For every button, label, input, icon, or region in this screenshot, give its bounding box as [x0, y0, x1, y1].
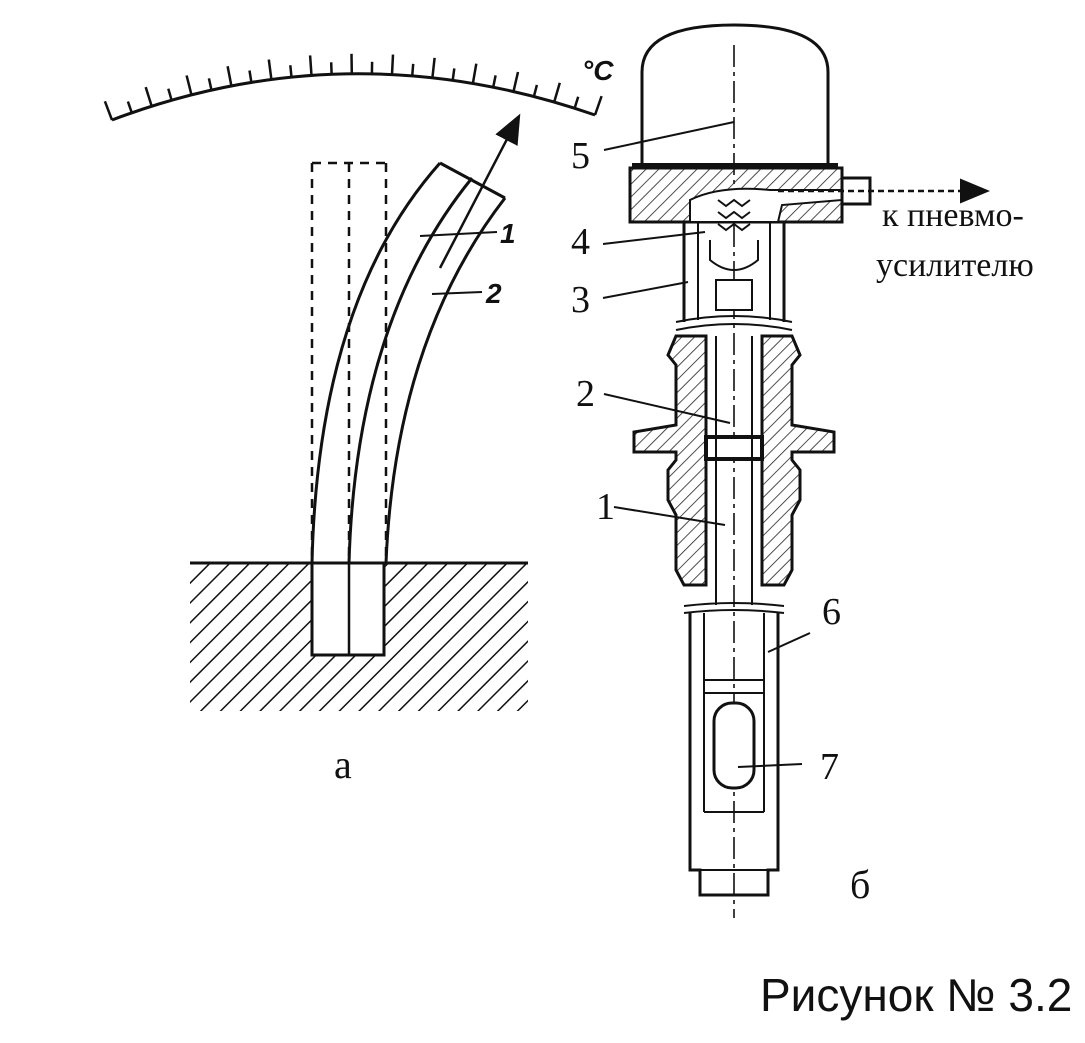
label-3: 3 — [571, 279, 590, 321]
figure-a-caption: а — [334, 742, 352, 787]
figure-caption: Рисунок № 3.2 — [760, 969, 1073, 1021]
label-6: 6 — [822, 591, 841, 633]
scale-tick — [248, 70, 253, 83]
scale-tick — [573, 96, 580, 109]
fitting-body-left — [632, 334, 708, 587]
scale-tick — [308, 55, 313, 76]
leader-lines — [602, 121, 811, 768]
scale-ticks — [103, 53, 603, 121]
scale-tick — [491, 75, 497, 88]
valve-body — [715, 279, 753, 311]
scale-tick — [451, 68, 456, 81]
dome-cap — [640, 23, 830, 165]
figure-b-caption: б — [850, 862, 870, 907]
figure-a: °C 1 2 а — [103, 53, 614, 787]
scale-tick — [532, 84, 539, 97]
rod-insert — [704, 435, 764, 461]
upper-housing — [682, 222, 786, 322]
scale-tick — [512, 71, 520, 92]
outlet-fitting — [840, 176, 872, 206]
output-label-line-2: усилителю — [876, 247, 1034, 284]
lower-sheath-inner — [690, 613, 778, 871]
scale-tick — [289, 65, 293, 78]
scale-tick — [471, 63, 478, 84]
upper-break-line — [675, 315, 793, 331]
label-1: 1 — [596, 486, 615, 528]
lower-break-line — [683, 602, 785, 614]
bent-bimetal-strip — [310, 161, 507, 564]
scale-tick — [267, 59, 273, 80]
scale-tick — [410, 63, 415, 77]
scale-tick — [593, 95, 603, 116]
scale-tick — [103, 100, 114, 121]
leader-strip-2 — [431, 291, 483, 295]
label-7: 7 — [820, 746, 839, 788]
scale-tick — [226, 66, 233, 87]
fitting-body-right — [760, 334, 836, 587]
scale-tick — [431, 57, 436, 78]
scale-tick — [167, 88, 173, 101]
spring — [717, 198, 751, 232]
scale-tick — [553, 82, 561, 103]
label-5: 5 — [571, 135, 590, 177]
sensor-capsule — [712, 701, 756, 790]
scale-tick — [144, 86, 153, 107]
scale-tick — [185, 75, 193, 96]
pointer-arrow — [438, 113, 521, 269]
scale-tick — [126, 101, 133, 114]
cold-strip-outline — [310, 161, 388, 563]
strip-label-1: 1 — [500, 218, 516, 249]
leader-strip-1 — [419, 231, 498, 237]
upper-housing-inner — [697, 222, 771, 320]
strip-label-2: 2 — [485, 278, 502, 309]
scale-unit-label: °C — [582, 55, 614, 86]
output-label-line-1: к пневмо- — [882, 197, 1024, 234]
scale-tick — [390, 54, 395, 75]
label-2: 2 — [576, 373, 595, 415]
label-4: 4 — [571, 221, 590, 263]
scale-tick — [207, 78, 213, 91]
temperature-scale-arc — [111, 72, 596, 122]
figure-b: 5 4 3 2 1 6 7 к пневмо- усилителю б — [571, 23, 1034, 918]
